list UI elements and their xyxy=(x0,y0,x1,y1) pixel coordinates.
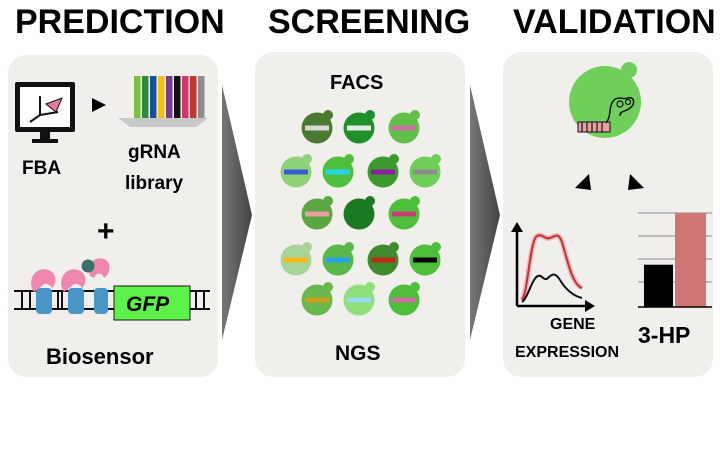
header-screening: SCREENING xyxy=(268,3,470,41)
grna-bar xyxy=(158,76,165,118)
grna-barcode-stripe xyxy=(284,169,308,175)
yeast-cell-icon xyxy=(409,242,441,276)
grna-barcode-stripe xyxy=(392,211,416,217)
product-titer-chart xyxy=(638,212,712,308)
grna-barcode-stripe xyxy=(347,211,371,217)
grna-barcode-stripe xyxy=(326,257,350,263)
header-validation: VALIDATION xyxy=(513,3,716,41)
yeast-cell-icon xyxy=(343,110,375,144)
yeast-cell-icon xyxy=(409,154,441,188)
ngs-label: NGS xyxy=(335,342,381,365)
yeast-cell-icon xyxy=(301,282,333,316)
grna-library-icon xyxy=(134,76,205,118)
grna-barcode-stripe xyxy=(371,169,395,175)
product-label: 3-HP xyxy=(638,322,690,348)
yeast-cell-icon xyxy=(280,242,312,276)
arrow-down-right-icon xyxy=(628,174,644,190)
control-expression-line xyxy=(521,273,583,303)
grna-barcode-stripe xyxy=(305,211,329,217)
grna-barcode-stripe xyxy=(305,297,329,303)
yeast-cell-icon xyxy=(343,196,375,230)
grna-barcode-stripe xyxy=(371,257,395,263)
engineered-expression-line xyxy=(521,234,583,301)
grna-barcode-stripe xyxy=(392,297,416,303)
grna-barcode-stripe xyxy=(326,169,350,175)
yeast-cell-icon xyxy=(388,110,420,144)
grna-barcode-stripe xyxy=(347,297,371,303)
grna-label-line2: library xyxy=(125,173,184,194)
grna-label-line1: gRNA xyxy=(128,142,181,163)
yeast-cell-icon xyxy=(343,282,375,316)
grna-bar xyxy=(190,76,197,118)
yeast-cell-icon xyxy=(388,196,420,230)
small-arrow-icon xyxy=(92,98,106,112)
grna-bar xyxy=(166,76,173,118)
grna-barcode-stripe xyxy=(413,169,437,175)
grna-bar xyxy=(198,76,205,118)
biosensor-protein-icon xyxy=(31,258,110,314)
grna-barcode-stripe xyxy=(347,125,371,131)
engineered-product-bar xyxy=(675,213,706,307)
gene-expression-label-line1: GENE xyxy=(550,316,596,333)
cell-population xyxy=(280,110,441,316)
yeast-cell-icon xyxy=(367,154,399,188)
yeast-cell-icon xyxy=(301,196,333,230)
grna-barcode-stripe xyxy=(284,257,308,263)
grna-barcode-stripe xyxy=(413,257,437,263)
facs-label: FACS xyxy=(330,72,383,94)
grna-bar xyxy=(182,76,189,118)
yeast-cell-icon xyxy=(367,242,399,276)
yeast-cell-icon xyxy=(280,154,312,188)
yeast-cell-icon xyxy=(388,282,420,316)
gene-expression-plot xyxy=(511,222,595,312)
grna-tray-icon xyxy=(118,118,208,127)
fba-label: FBA xyxy=(22,158,61,179)
yeast-cell-icon xyxy=(301,110,333,144)
computer-monitor-icon xyxy=(15,82,75,143)
grna-bar xyxy=(150,76,157,118)
grna-bar xyxy=(142,76,149,118)
arrow-prediction-to-screening xyxy=(222,85,252,340)
biosensor-label: Biosensor xyxy=(46,344,154,369)
control-product-bar xyxy=(644,264,673,307)
grna-bar xyxy=(174,76,181,118)
arrow-down-left-icon xyxy=(575,174,591,190)
yeast-cell-icon xyxy=(322,242,354,276)
yeast-cell-icon xyxy=(322,154,354,188)
engineered-cell-icon xyxy=(569,62,641,138)
plus-sign: + xyxy=(97,215,115,248)
gfp-label: GFP xyxy=(126,293,170,316)
arrow-screening-to-validation xyxy=(470,85,500,340)
grna-bar xyxy=(134,76,141,118)
header-prediction: PREDICTION xyxy=(15,3,225,41)
grna-barcode-stripe xyxy=(392,125,416,131)
gene-expression-label-line2: EXPRESSION xyxy=(515,344,619,361)
gfp-box xyxy=(113,285,191,321)
grna-barcode-stripe xyxy=(305,125,329,131)
